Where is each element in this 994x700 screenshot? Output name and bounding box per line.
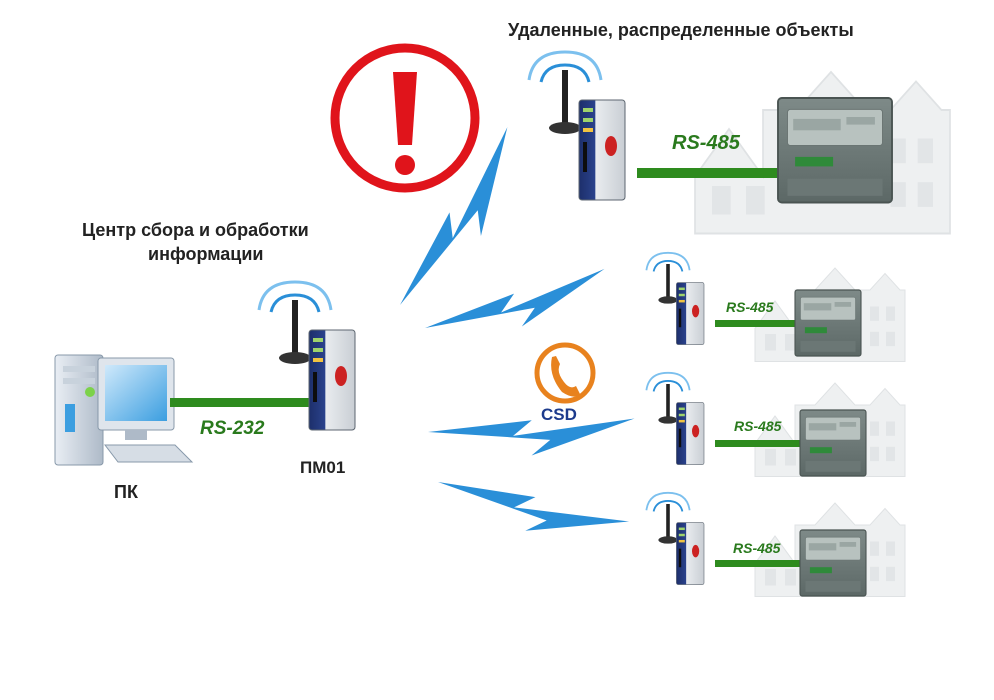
modem-top: [527, 50, 627, 202]
pc-label: ПК: [114, 482, 138, 502]
wireless-bolt-4: [433, 449, 630, 566]
center-title-line2: информации: [148, 244, 264, 264]
rs485-link-4: [715, 560, 805, 567]
meter-top: [777, 97, 893, 204]
rs485-label-4: RS-485: [733, 540, 781, 556]
exclamation-icon: [330, 43, 480, 193]
phone-handset-icon: [534, 342, 596, 404]
modem-center: [257, 280, 357, 432]
rs485-label-2: RS-485: [726, 299, 774, 315]
pc-computer: [54, 354, 194, 466]
modem-3: [645, 371, 705, 466]
meter-2: [794, 289, 862, 357]
rs485-link-3: [715, 440, 805, 447]
wireless-bolt-3: [426, 397, 635, 466]
center-title-line1: Центр сбора и обработки: [82, 220, 309, 240]
rs485-label-3: RS-485: [734, 418, 782, 434]
csd-label: CSD: [541, 405, 577, 424]
remote-objects-title: Удаленные, распределенные объекты: [508, 20, 854, 40]
modem-4: [645, 491, 705, 586]
rs232-link: [170, 398, 310, 407]
meter-3: [799, 409, 867, 477]
modem-label: ПМ01: [300, 458, 346, 477]
modem-2: [645, 251, 705, 346]
rs485-label-top: RS-485: [672, 132, 740, 154]
rs232-label: RS-232: [200, 418, 265, 439]
rs485-link-top: [637, 168, 787, 178]
wireless-bolt-2: [420, 268, 611, 340]
meter-4: [799, 529, 867, 597]
rs485-link-2: [715, 320, 805, 327]
